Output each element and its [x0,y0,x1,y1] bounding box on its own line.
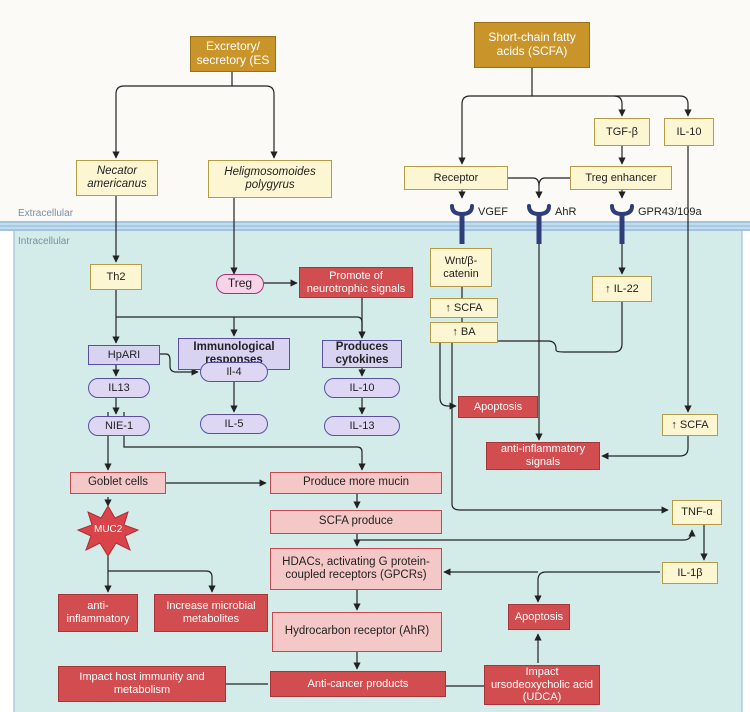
goblet-cells-box: Goblet cells [70,472,166,494]
scfa-up-box-1: ↑ SCFA [430,298,498,318]
anti-cancer-box: Anti-cancer products [270,671,446,697]
il13b-pill: IL-13 [324,416,400,436]
receptor-box: Receptor [404,166,508,190]
vgef-receptor-icon [450,204,474,244]
th2-box: Th2 [90,264,142,290]
anti-inflammatory-box: anti-inflammatory [58,594,138,632]
treg-pill: Treg [216,274,264,294]
gpr-receptor-icon [610,204,634,244]
ba-up-box: ↑ BA [430,322,498,343]
hdac-gpcr-box: HDACs, activating G protein-coupled rece… [270,548,442,590]
microbial-metabolites-box: Increase microbial metabolites [154,594,268,632]
wnt-box: Wnt/β-catenin [430,248,492,287]
ahr-label: AhR [555,206,577,218]
muc2-starburst-icon [76,505,140,557]
apoptosis-box-2: Apoptosis [508,604,570,630]
scfa-up-box-2: ↑ SCFA [662,414,718,436]
hydrocarbon-receptor-box: Hydrocarbon receptor (AhR) [272,612,442,652]
es-box: Excretory/ secretory (ES [190,36,276,72]
produce-mucin-box: Produce more mucin [270,472,442,494]
tgf-beta-box: TGF-β [594,118,650,146]
il10-top-box: IL-10 [664,118,714,146]
nie1-pill: NIE-1 [88,416,150,436]
immunological-responses-box: Immunological responses [178,338,290,370]
extracellular-label: Extracellular [18,208,74,219]
scfa-produce-box: SCFA produce [270,510,442,534]
il13-pill: IL13 [88,378,150,398]
intracellular-label: Intracellular [18,236,70,247]
hpari-box: HpARI [88,345,160,365]
apoptosis-box-1: Apoptosis [458,396,538,418]
tnf-alpha-box: TNF-α [672,500,722,525]
muc2-label: MUC2 [94,524,123,535]
neurotrophic-box: Promote of neurotrophic signals [299,267,413,298]
il5-pill: IL-5 [200,414,268,434]
il22-box: ↑ IL-22 [592,276,652,302]
vgef-label: VGEF [478,206,508,218]
il1-beta-box: IL-1β [662,562,718,584]
produces-cytokines-box: Produces cytokines [322,340,402,368]
host-immunity-box: Impact host immunity and metabolism [58,666,226,702]
gpr-label: GPR43/109a [638,206,702,218]
scfa-source-box: Short-chain fatty acids (SCFA) [474,22,590,68]
heligmosomoides-box: Heligmosomoides polygyrus [208,160,332,198]
anti-inflammatory-signals-box: anti-inflammatory signals [486,442,600,470]
connector-lines [104,68,708,687]
treg-enhancer-box: Treg enhancer [570,166,672,190]
il4-pill: Il-4 [200,362,268,382]
necator-box: Necator americanus [76,160,158,196]
ahr-receptor-icon [527,204,551,244]
udca-box: Impact ursodeoxycholic acid (UDCA) [484,665,600,705]
il10-pill: IL-10 [324,378,400,398]
